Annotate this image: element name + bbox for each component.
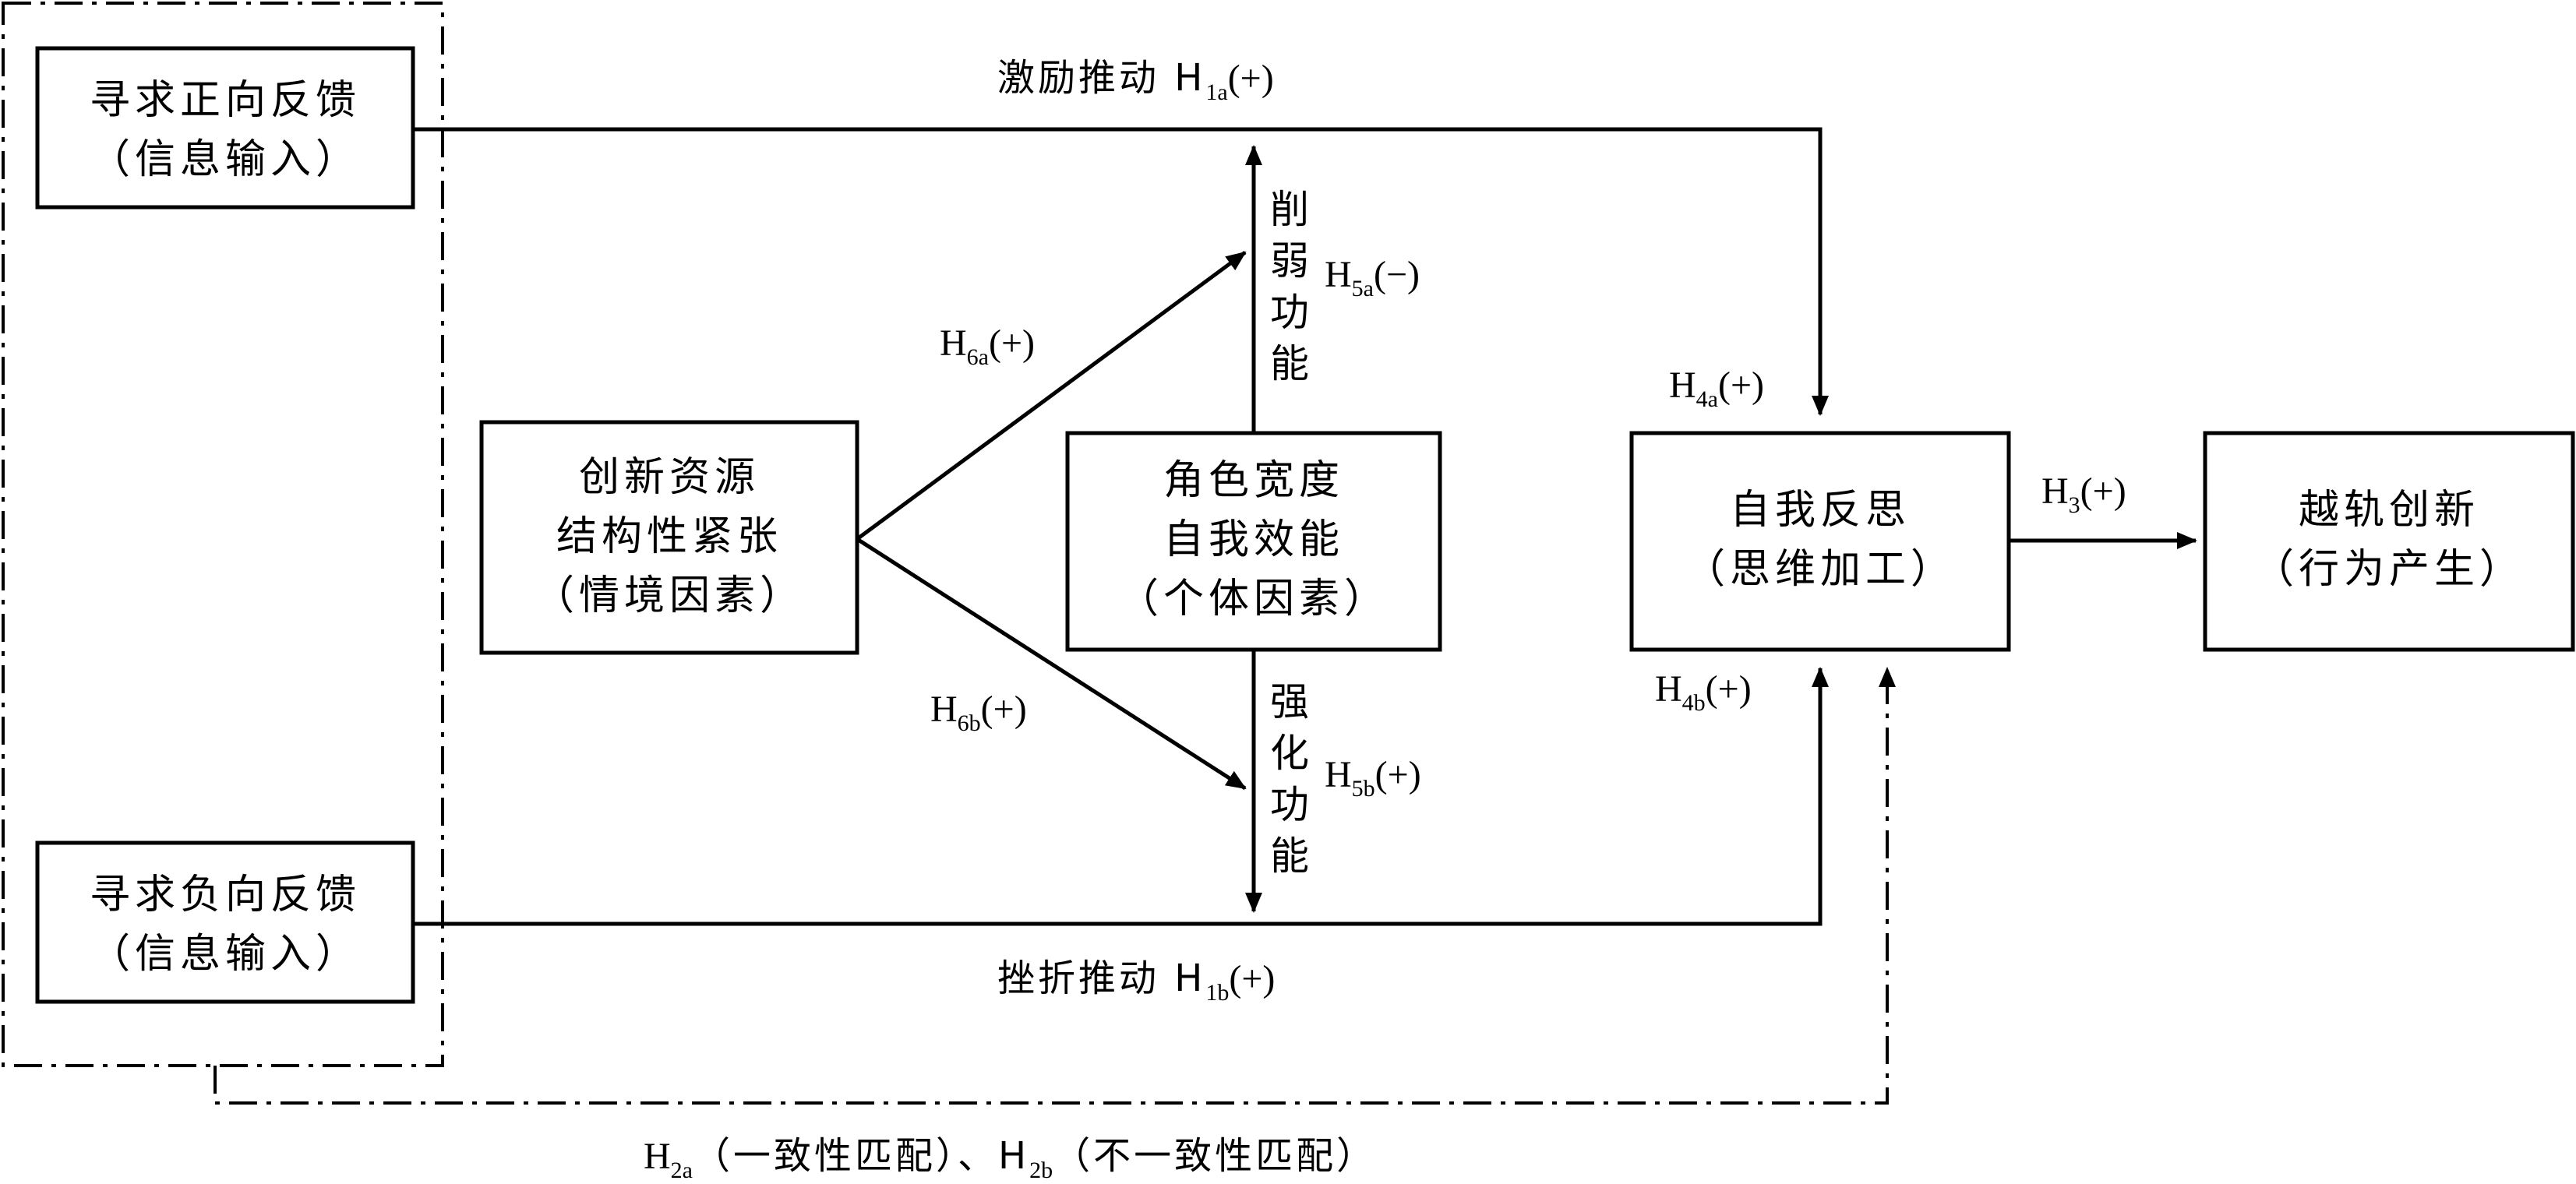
pos-feedback-box: 寻求正向反馈 （信息输入） — [35, 46, 415, 210]
role-line1: 角色宽度 — [1163, 457, 1344, 504]
innovation-box: 越轨创新 （行为产生） — [2203, 431, 2575, 652]
label-h4b: H4b(+) — [1655, 668, 1752, 716]
neg-feedback-line1: 寻求负向反馈 — [90, 872, 361, 918]
tension-box: 创新资源 结构性紧张 （情境因素） — [479, 420, 859, 655]
svg-text:能: 能 — [1270, 341, 1309, 386]
role-line3: （个体因素） — [1118, 576, 1389, 622]
pos-feedback-line2: （信息输入） — [90, 136, 361, 183]
pos-feedback-line1: 寻求正向反馈 — [90, 77, 361, 124]
feedback-group-frame — [2, 2, 444, 1067]
arrow-h1a — [413, 127, 1829, 416]
label-h2: H2a（一致性匹配）、H2b（不一致性匹配） — [644, 1134, 1377, 1183]
arrow-h6b — [856, 537, 1247, 791]
svg-text:功: 功 — [1270, 782, 1309, 827]
label-h4a: H4a(+) — [1669, 365, 1764, 412]
svg-text:削: 削 — [1270, 187, 1309, 232]
label-h6b: H6b(+) — [930, 689, 1027, 736]
reflection-box: 自我反思 （思维加工） — [1629, 431, 2011, 652]
reflection-line1: 自我反思 — [1730, 487, 1911, 534]
arrow-h6a — [856, 250, 1247, 541]
arrow-h1b — [413, 667, 1829, 926]
svg-text:能: 能 — [1270, 833, 1309, 879]
svg-text:化: 化 — [1270, 731, 1309, 776]
neg-feedback-line2: （信息输入） — [90, 931, 361, 978]
tension-line3: （情境因素） — [534, 573, 805, 619]
label-h6a: H6a(+) — [940, 322, 1035, 370]
weaken-function-label: 削 弱 功 能 — [1270, 187, 1309, 386]
neg-feedback-box: 寻求负向反馈 （信息输入） — [35, 840, 415, 1004]
label-h5a: H5a(−) — [1325, 254, 1420, 301]
arrow-h2 — [213, 667, 1896, 1105]
strengthen-function-label: 强 化 功 能 — [1270, 679, 1309, 879]
reflection-line2: （思维加工） — [1685, 546, 1956, 593]
svg-text:弱: 弱 — [1270, 238, 1309, 284]
role-line2: 自我效能 — [1163, 516, 1344, 563]
label-h3: H3(+) — [2041, 470, 2126, 518]
label-h5b: H5b(+) — [1325, 754, 1421, 802]
svg-text:强: 强 — [1270, 679, 1309, 724]
label-h1a: 激励推动 H1a(+) — [997, 56, 1274, 105]
label-h1b: 挫折推动 H1b(+) — [997, 957, 1275, 1006]
tension-line2: 结构性紧张 — [556, 513, 782, 560]
innovation-line1: 越轨创新 — [2299, 487, 2479, 534]
tension-line1: 创新资源 — [579, 454, 760, 501]
role-efficacy-box: 角色宽度 自我效能 （个体因素） — [1065, 431, 1442, 652]
innovation-line2: （行为产生） — [2253, 546, 2525, 593]
svg-text:功: 功 — [1270, 290, 1309, 335]
